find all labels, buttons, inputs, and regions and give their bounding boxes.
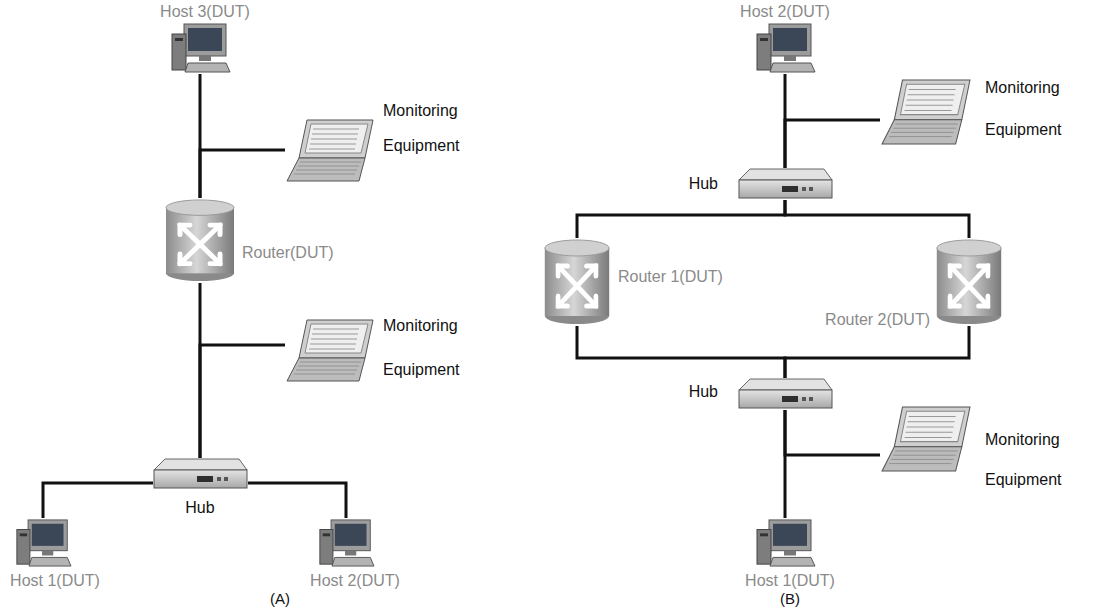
monitor-node: Monitoring Equipment: [880, 405, 972, 473]
device-label: Router 2(DUT): [825, 310, 930, 329]
router-node: Router 2(DUT): [935, 238, 1003, 326]
device-label: Hub: [689, 382, 718, 401]
pc-icon: [15, 518, 71, 568]
device-label: Router 1(DUT): [618, 267, 723, 286]
host-node: Host 1(DUT): [755, 518, 815, 568]
network-cable: [785, 326, 969, 378]
hub-node: Hub: [738, 168, 833, 200]
network-cable: [248, 483, 346, 518]
host-node: Host 2(DUT): [318, 518, 374, 568]
device-label: Host 2(DUT): [310, 571, 400, 590]
device-label: Hub: [689, 174, 718, 193]
device-label: Router(DUT): [242, 243, 334, 262]
pc-icon: [170, 22, 230, 74]
router-node: Router 1(DUT): [543, 238, 611, 326]
device-label: Host 2(DUT): [740, 2, 830, 21]
network-cable: [785, 120, 880, 168]
lap-icon: [880, 78, 972, 146]
pc-icon: [755, 518, 815, 568]
monitor-node: Monitoring Equipment: [285, 118, 375, 183]
rt-icon: [935, 238, 1003, 326]
panel-label: (A): [270, 590, 290, 607]
device-label: Host 1(DUT): [10, 571, 100, 590]
lap-icon: [285, 318, 375, 383]
rt-icon: [543, 238, 611, 326]
device-label: Monitoring Equipment: [985, 67, 1085, 151]
network-cable: [200, 150, 285, 198]
network-cable: [43, 483, 153, 518]
host-node: Host 1(DUT): [15, 518, 71, 568]
hub-node: Hub: [153, 458, 248, 490]
host-node: Host 2(DUT): [755, 22, 815, 74]
network-cable: [577, 200, 785, 238]
rt-icon: [164, 198, 236, 283]
hub-icon: [738, 378, 833, 410]
lap-icon: [285, 118, 375, 183]
pc-icon: [755, 22, 815, 74]
hub-icon: [738, 168, 833, 200]
device-label: Monitoring Equipment: [985, 420, 1085, 500]
device-label: Host 1(DUT): [745, 571, 835, 590]
pc-icon: [318, 518, 374, 568]
device-label: Host 3(DUT): [160, 2, 250, 21]
device-label: Monitoring Equipment: [383, 304, 483, 392]
network-cable: [785, 200, 969, 238]
router-node: Router(DUT): [164, 198, 236, 283]
network-cable: [577, 326, 785, 378]
device-label: Hub: [185, 498, 214, 517]
monitor-node: Monitoring Equipment: [880, 78, 972, 146]
host-node: Host 3(DUT): [170, 22, 230, 74]
monitor-node: Monitoring Equipment: [285, 318, 375, 383]
network-cable: [785, 410, 880, 455]
hub-icon: [153, 458, 248, 490]
lap-icon: [880, 405, 972, 473]
hub-node: Hub: [738, 378, 833, 410]
device-label: Monitoring Equipment: [383, 93, 483, 163]
panel-label: (B): [780, 590, 800, 607]
network-cable: [200, 345, 285, 458]
